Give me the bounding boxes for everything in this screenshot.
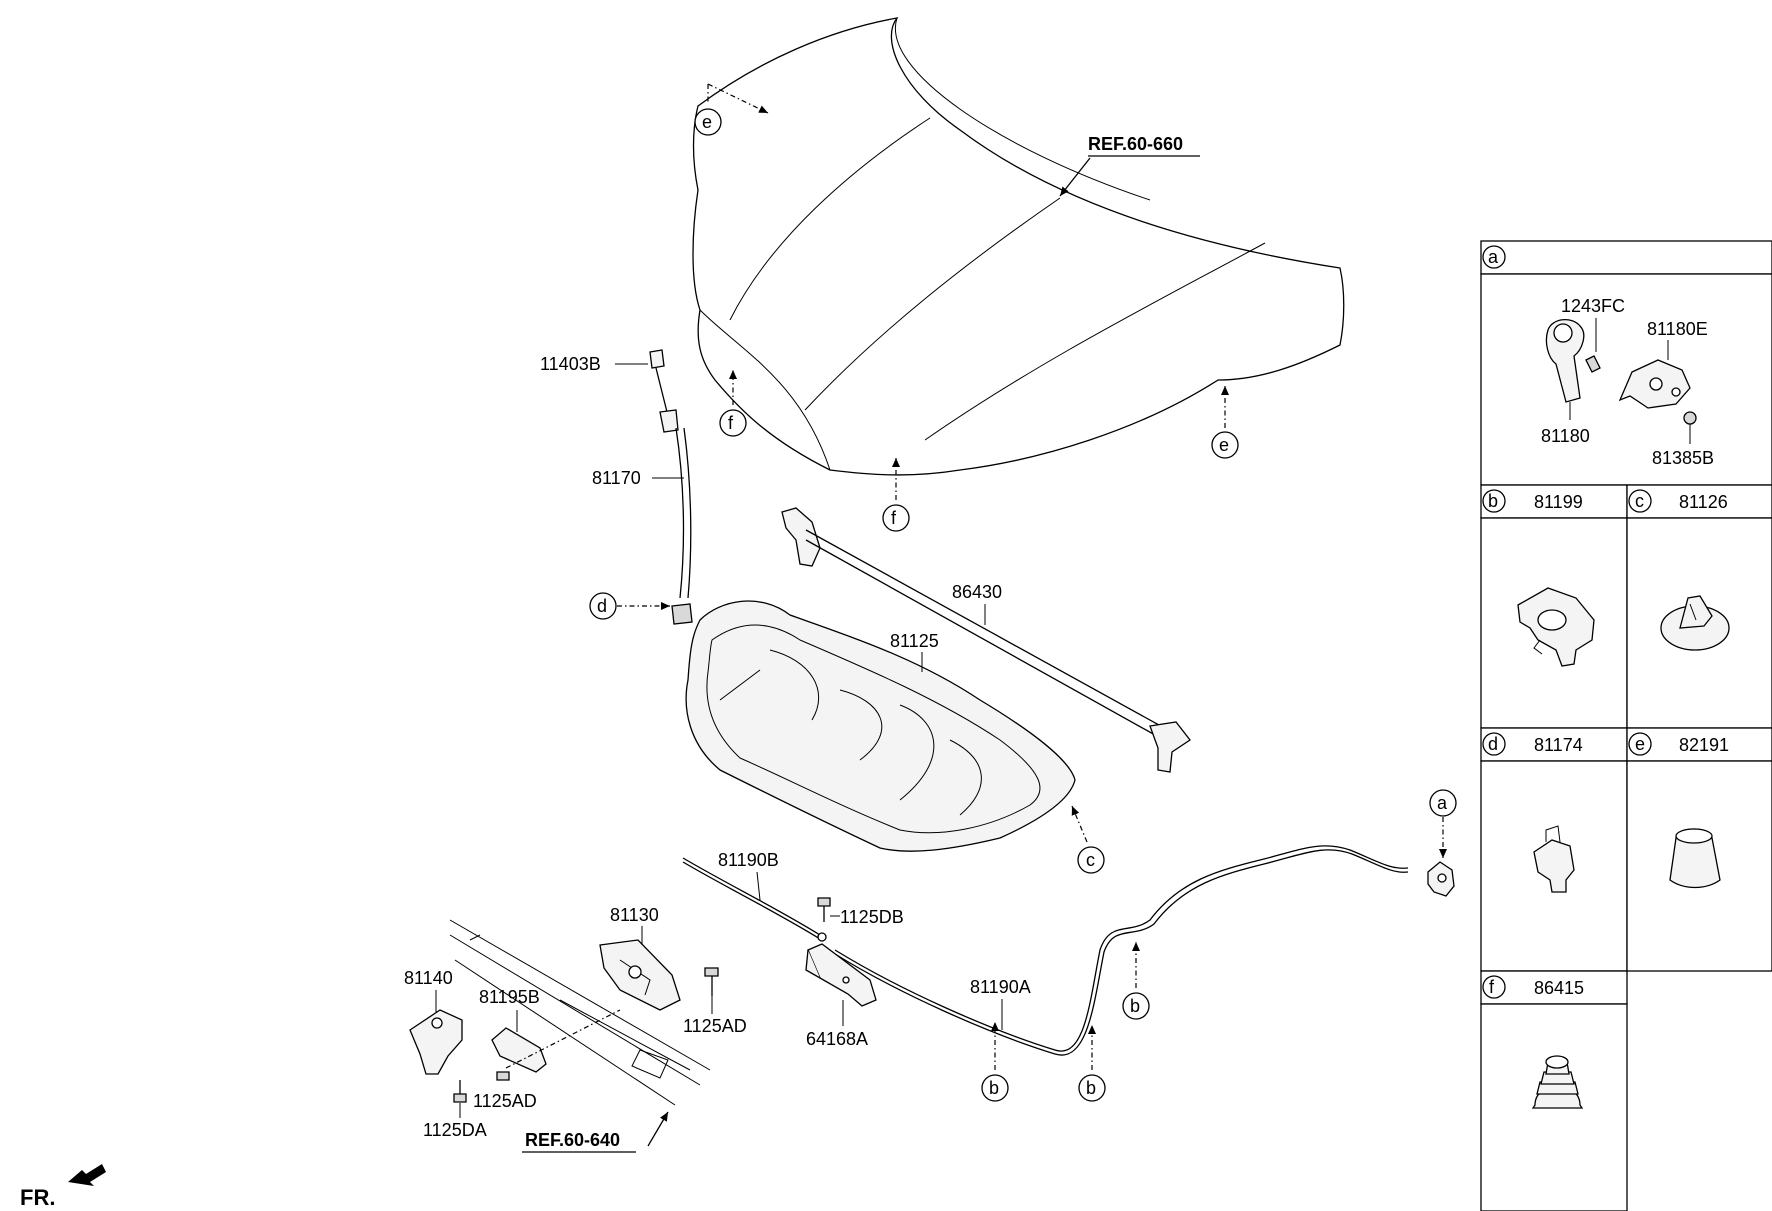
label-1125DA: 1125DA [423,1120,487,1140]
legend-header-d: d 81174 [1482,732,1583,756]
svg-text:e: e [702,112,712,132]
label-1125AD-latch: 1125AD [683,1016,747,1036]
release-cable-81190B [682,857,827,942]
bracket-64168A [805,943,877,1007]
label-11403B: 11403B [540,354,601,374]
label-86430: 86430 [952,582,1002,602]
label-81195B: 81195B [479,987,540,1007]
front-direction-indicator: FR. [20,1164,106,1210]
legend-header-a: a [1482,245,1506,269]
label-81170: 81170 [592,468,641,488]
legend-a-assembly: 1243FC 81180E 81180 81385B [1541,296,1714,468]
legend-header-e: e 82191 [1628,732,1729,756]
label-81125: 81125 [890,631,939,651]
svg-text:f: f [891,508,897,528]
svg-text:d: d [597,596,607,616]
svg-text:e: e [1635,734,1645,754]
legend-d-clip [1533,825,1575,893]
legend-c-fastener [1660,595,1730,651]
callout-e-top: e [694,83,769,136]
svg-text:d: d [1488,734,1498,754]
legend-a-part-81180: 81180 [1541,426,1590,446]
legend-header-f: f 86415 [1482,975,1584,999]
svg-text:c: c [1635,491,1644,511]
callout-d: d [589,592,670,620]
weatherstrip-86430 [781,507,1191,773]
svg-text:c: c [1086,850,1095,870]
bracket-81195B [491,1027,547,1081]
ref-hood-text: REF.60-660 [1088,134,1183,154]
label-1125AD-bracket: 1125AD [473,1091,537,1111]
label-1125DB: 1125DB [840,907,904,927]
svg-text:f: f [728,413,734,433]
front-text: FR. [20,1185,55,1210]
legend-e-part: 82191 [1679,735,1729,755]
callout-b-3: b [1122,942,1150,1020]
label-64168A: 64168A [806,1029,868,1049]
front-arrow-icon [68,1164,106,1186]
label-81130: 81130 [610,905,659,925]
legend-e-bumper [1669,828,1721,889]
legend-b-clip [1517,587,1595,667]
svg-text:a: a [1437,793,1448,813]
hood-insulator-81125 [685,600,1076,852]
svg-text:e: e [1219,435,1229,455]
legend-a-part-81385B: 81385B [1652,448,1714,468]
callout-b-1: b [981,1022,1009,1102]
callout-e-right: e [1211,386,1239,459]
release-handle [1427,861,1455,897]
svg-text:f: f [1489,977,1495,997]
legend-header-b: b 81199 [1482,489,1583,513]
label-81190A: 81190A [970,977,1031,997]
release-cable-81190A [834,845,1409,1056]
hood-panel [692,17,1345,476]
svg-text:b: b [1488,491,1498,511]
legend-f-stopper [1531,1055,1584,1109]
legend-c-part: 81126 [1679,492,1728,512]
front-end-panel [449,919,711,1106]
svg-text:b: b [1130,996,1140,1016]
svg-text:b: b [989,1078,999,1098]
legend-b-part: 81199 [1534,492,1583,512]
legend-a-part-1243FC: 1243FC [1561,296,1625,316]
legend-f-part: 86415 [1534,978,1584,998]
panel-ref-label: REF.60-640 [522,1111,669,1153]
svg-text:a: a [1488,247,1499,267]
callout-c: c [1071,805,1105,874]
striker-81140 [409,1009,467,1103]
hood-stay-rod [649,349,693,625]
label-81140: 81140 [404,968,453,988]
ref-panel-text: REF.60-640 [525,1130,620,1150]
legend-d-part: 81174 [1534,735,1583,755]
legend-header-c: c 81126 [1628,489,1728,513]
hood-ref-label: REF.60-660 [1059,134,1200,197]
hood-latch-81130 [599,939,719,1011]
legend-a-part-81180E: 81180E [1647,319,1708,339]
label-81190B: 81190B [718,850,779,870]
callout-f-left: f [719,370,747,437]
callout-a: a [1429,789,1457,858]
svg-text:b: b [1086,1078,1096,1098]
callout-f-mid: f [882,458,910,532]
callout-b-2: b [1078,1025,1106,1102]
bolt-1125DB [817,897,831,922]
